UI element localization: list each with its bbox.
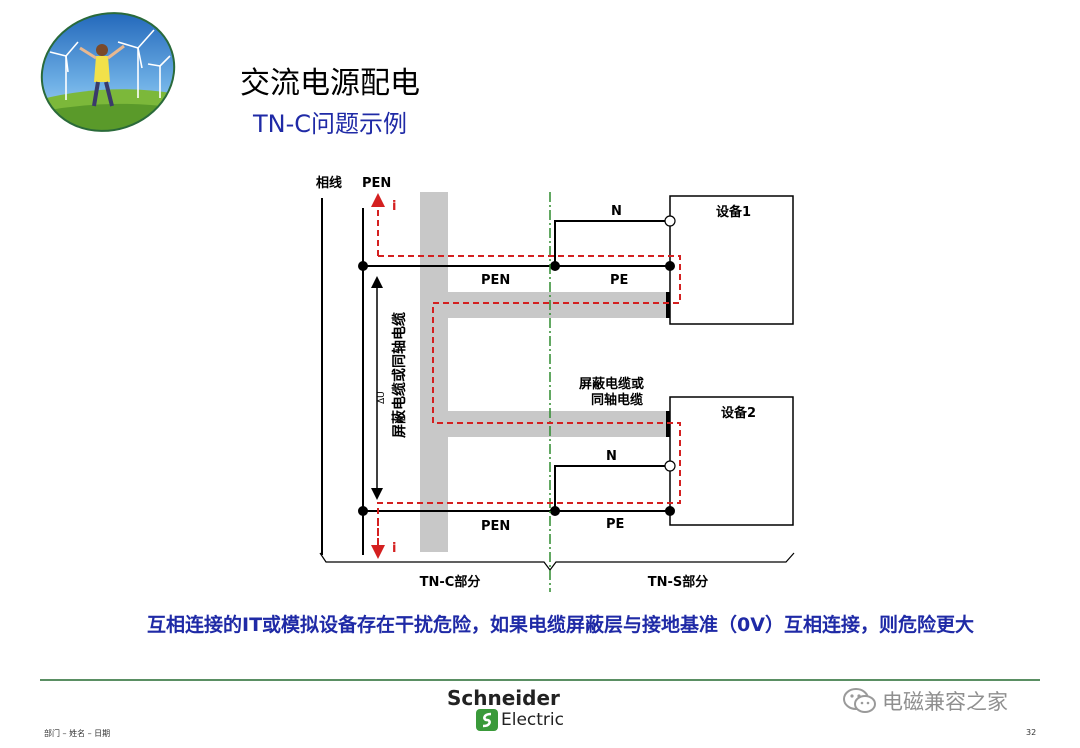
pe-label-bottom: PE <box>606 517 624 532</box>
n-conductor-top <box>554 220 668 266</box>
shield-cable <box>420 192 668 552</box>
delta-u-label: ΔU <box>377 391 387 404</box>
pe-label-top: PE <box>610 273 628 288</box>
tnc-diagram-svg: 相线 PEN i i 设备1 设备2 N N PEN PE PEN PE 屏蔽电… <box>316 175 795 592</box>
pen-label-mid-bottom: PEN <box>481 519 510 534</box>
wind-turbine-photo-logo-icon <box>38 8 178 136</box>
page-number: 32 <box>1026 728 1037 737</box>
footer-meta: 部门 – 姓名 – 日期 <box>44 729 111 738</box>
device-1-label: 设备1 <box>716 204 751 220</box>
current-label-top: i <box>392 199 396 214</box>
watermark: 电磁兼容之家 <box>840 684 1060 720</box>
n-terminal-1 <box>664 215 676 227</box>
device-2-label: 设备2 <box>721 405 756 421</box>
tnc-bracket <box>319 552 551 571</box>
shield-vertical-label: 屏蔽电缆或同轴电缆 <box>391 312 408 438</box>
shield-terminal-1 <box>666 292 671 318</box>
wechat-icon <box>843 688 876 713</box>
tns-section-label: TN-S部分 <box>648 574 709 590</box>
schneider-logo-icon <box>476 709 498 731</box>
slide-title: 交流电源配电 <box>240 66 420 101</box>
n-label-bottom: N <box>606 449 617 464</box>
phase-label: 相线 <box>316 175 342 191</box>
schneider-logo: Schneider Electric <box>447 686 577 736</box>
footer-divider <box>40 679 1040 681</box>
junction-dots <box>358 261 675 516</box>
slide-subtitle: TN-C问题示例 <box>253 110 408 138</box>
tnc-diagram: 相线 PEN i i 设备1 设备2 N N PEN PE PEN PE 屏蔽电… <box>300 160 820 600</box>
shield-label-line2: 同轴电缆 <box>591 392 643 408</box>
pen-top-label: PEN <box>362 176 391 191</box>
current-loop <box>377 255 681 545</box>
pen-label-mid-top: PEN <box>481 273 510 288</box>
brand-name: Schneider <box>447 686 560 710</box>
shield-label-line1: 屏蔽电缆或 <box>579 376 644 392</box>
brand-sub: Electric <box>501 710 564 730</box>
n-conductor-bottom <box>554 465 668 511</box>
watermark-text: 电磁兼容之家 <box>882 690 1008 714</box>
n-terminal-2 <box>664 460 676 472</box>
tns-bracket <box>549 552 795 571</box>
device-2-box <box>669 396 794 526</box>
current-label-bottom: i <box>392 541 396 556</box>
tnc-section-label: TN-C部分 <box>420 574 481 590</box>
explanation-text: 互相连接的IT或模拟设备存在干扰危险，如果电缆屏蔽层与接地基准（0V）互相连接，… <box>147 614 974 636</box>
n-label-top: N <box>611 204 622 219</box>
photo-logo <box>38 8 178 136</box>
device-1-box <box>669 195 794 325</box>
